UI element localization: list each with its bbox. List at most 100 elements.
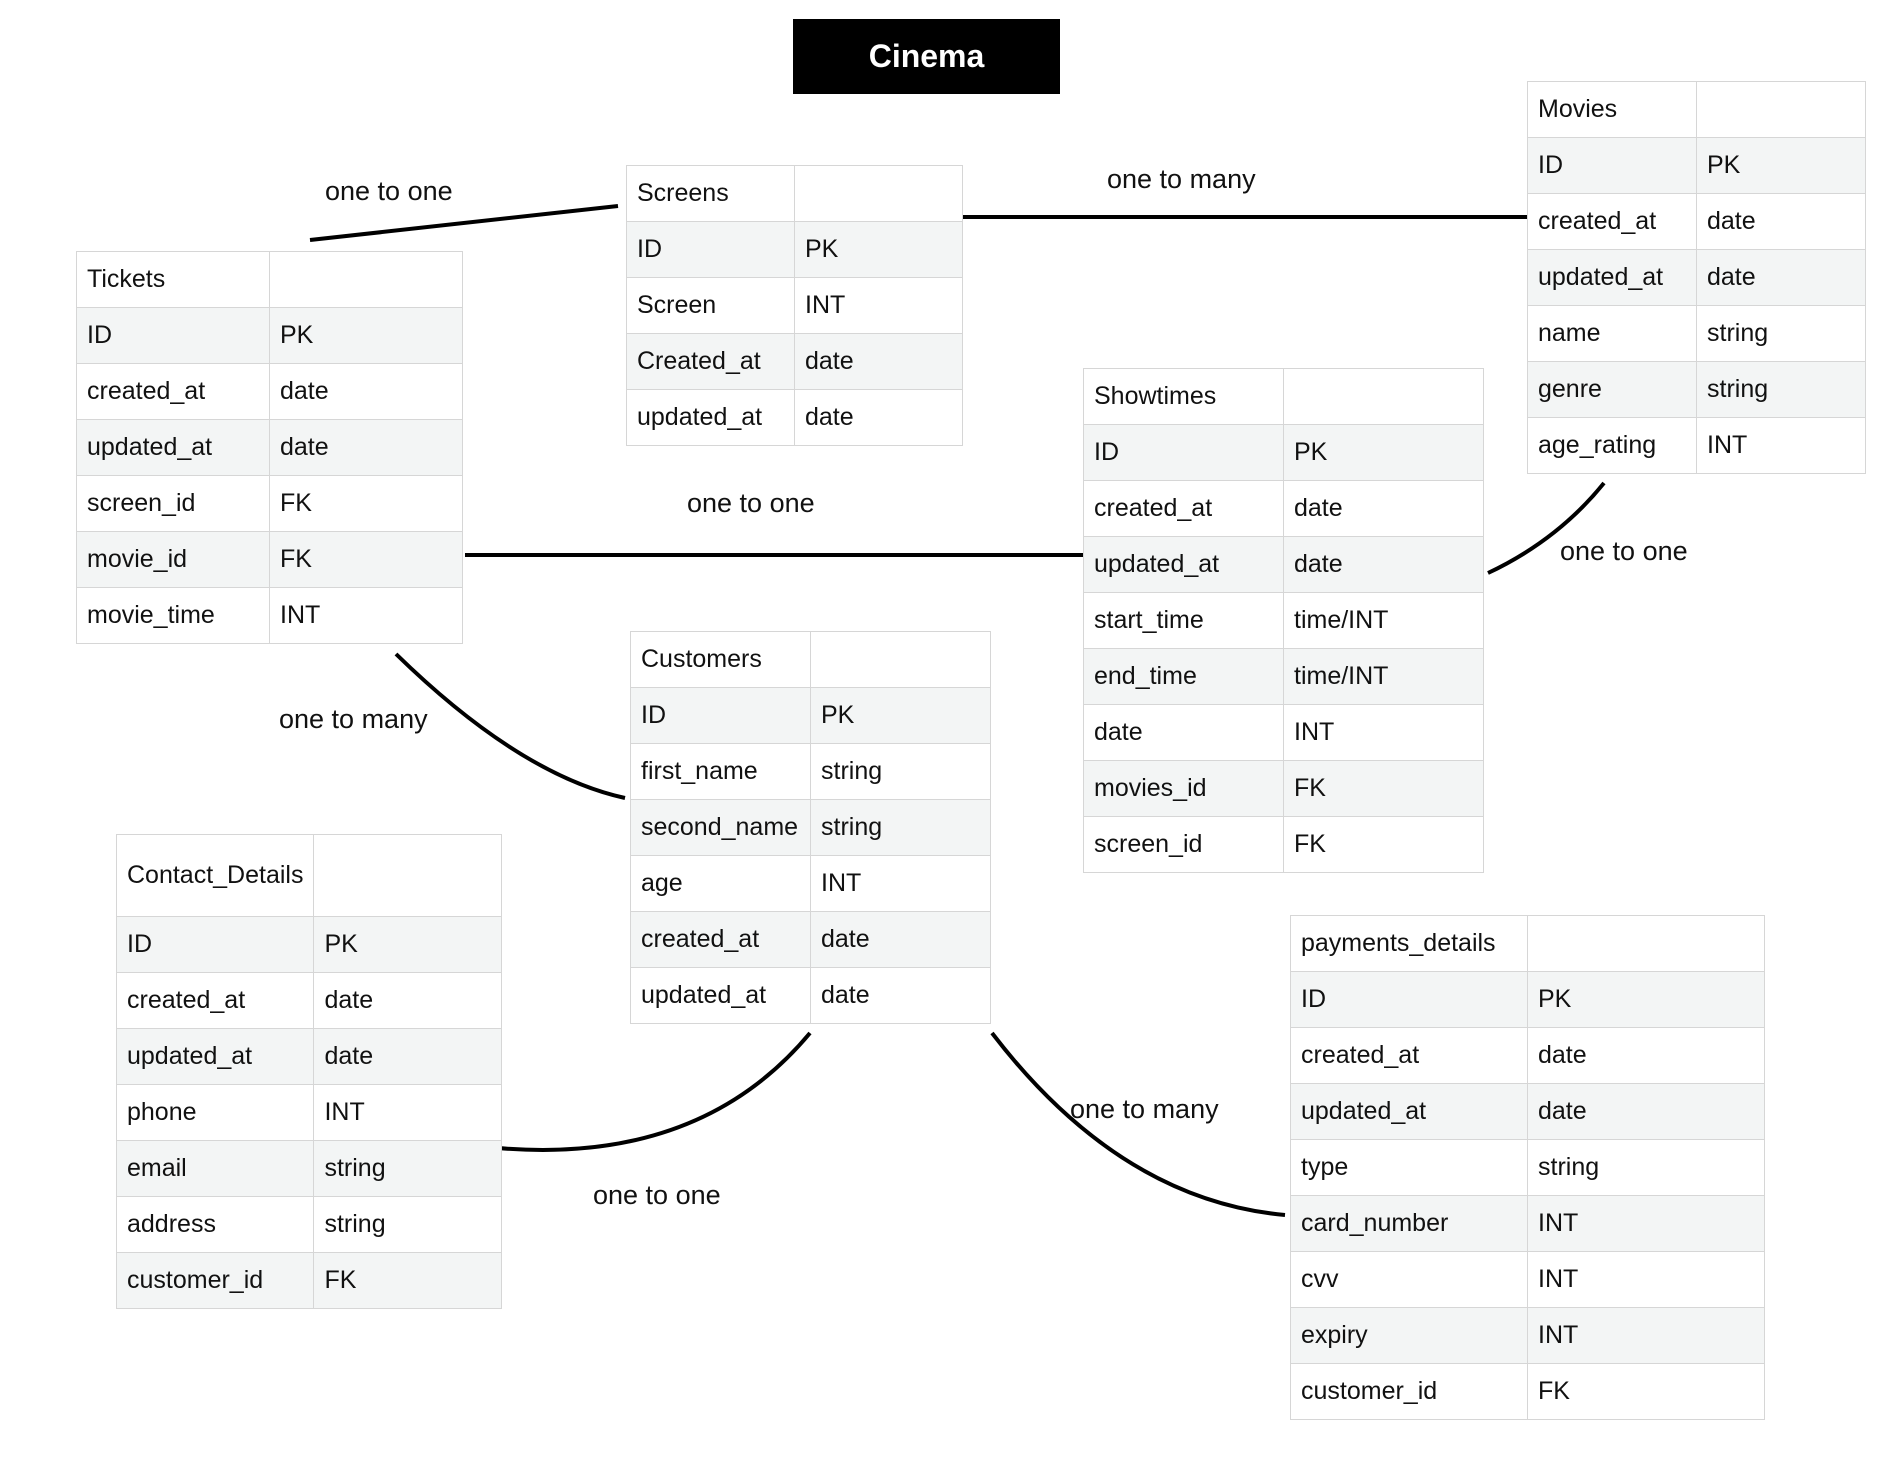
field-name: address	[115, 1196, 315, 1253]
relationship-label: one to one	[325, 176, 453, 206]
field-type: date	[1283, 480, 1484, 537]
field-type: time/INT	[1283, 592, 1484, 649]
entity-name: Movies	[1527, 81, 1697, 138]
field-name: end_time	[1083, 648, 1284, 705]
relationship-label: one to many	[279, 704, 428, 734]
entity-name: Showtimes	[1083, 368, 1284, 425]
field-type: date	[313, 1028, 503, 1085]
field-type: string	[810, 799, 991, 856]
field-type: string	[1527, 1139, 1765, 1196]
field-type: string	[313, 1140, 503, 1197]
field-type: PK	[794, 221, 963, 278]
field-type: FK	[1283, 816, 1484, 873]
field-name: ID	[626, 221, 795, 278]
field-name: customer_id	[1290, 1363, 1528, 1420]
field-type: date	[1527, 1083, 1765, 1140]
field-type: PK	[313, 916, 503, 973]
field-name: screen_id	[1083, 816, 1284, 873]
field-name: updated_at	[115, 1028, 315, 1085]
connector-showtimes-movies	[1487, 481, 1606, 575]
relationship-label: one to one	[687, 488, 815, 518]
field-name: age	[630, 855, 811, 912]
entity-name: Customers	[630, 631, 811, 688]
field-type: FK	[313, 1252, 503, 1309]
field-type: PK	[1696, 137, 1866, 194]
connector-tickets-customers	[394, 652, 626, 800]
field-name: start_time	[1083, 592, 1284, 649]
field-name: created_at	[1527, 193, 1697, 250]
diagram-title: Cinema	[793, 19, 1060, 94]
field-type: date	[1696, 193, 1866, 250]
field-name: ID	[1083, 424, 1284, 481]
field-name: updated_at	[630, 967, 811, 1024]
field-type: string	[1696, 361, 1866, 418]
field-name: card_number	[1290, 1195, 1528, 1252]
relationship-label: one to one	[1560, 536, 1688, 566]
field-name: created_at	[76, 363, 270, 420]
field-type: date	[810, 967, 991, 1024]
field-name: ID	[630, 687, 811, 744]
field-name: email	[115, 1140, 315, 1197]
field-type: date	[313, 972, 503, 1029]
field-name: updated_at	[76, 419, 270, 476]
field-type: date	[269, 363, 463, 420]
relationship-label: one to many	[1070, 1094, 1219, 1124]
field-name: updated_at	[1527, 249, 1697, 306]
field-name: date	[1083, 704, 1284, 761]
connector-customers-payments	[990, 1031, 1286, 1217]
connector-tickets-screens	[309, 204, 619, 242]
field-name: Screen	[626, 277, 795, 334]
field-type: string	[313, 1196, 503, 1253]
field-type: date	[794, 333, 963, 390]
field-type: FK	[269, 531, 463, 588]
field-name: updated_at	[1290, 1083, 1528, 1140]
entity-name: payments_details	[1290, 915, 1528, 972]
relationship-label: one to many	[1107, 164, 1256, 194]
field-type: PK	[810, 687, 991, 744]
field-type: INT	[1696, 417, 1866, 474]
field-name: updated_at	[626, 389, 795, 446]
field-name: ID	[115, 916, 315, 973]
field-name: movie_time	[76, 587, 270, 644]
field-type: string	[810, 743, 991, 800]
field-type: FK	[269, 475, 463, 532]
field-name: first_name	[630, 743, 811, 800]
field-name: cvv	[1290, 1251, 1528, 1308]
field-type: INT	[1527, 1195, 1765, 1252]
entity-name: Contact_Details	[115, 834, 315, 917]
field-type: INT	[794, 277, 963, 334]
field-type: PK	[1283, 424, 1484, 481]
field-name: created_at	[630, 911, 811, 968]
field-name: phone	[115, 1084, 315, 1141]
field-name: Created_at	[626, 333, 795, 390]
field-type: INT	[1283, 704, 1484, 761]
field-name: expiry	[1290, 1307, 1528, 1364]
entity-name: Screens	[626, 165, 795, 222]
field-type: string	[1696, 305, 1866, 362]
field-type: date	[810, 911, 991, 968]
field-type: date	[794, 389, 963, 446]
field-type: date	[1283, 536, 1484, 593]
field-type: INT	[313, 1084, 503, 1141]
field-type: date	[1696, 249, 1866, 306]
field-name: age_rating	[1527, 417, 1697, 474]
field-name: movie_id	[76, 531, 270, 588]
relationship-label: one to one	[593, 1180, 721, 1210]
field-type: FK	[1527, 1363, 1765, 1420]
field-type: time/INT	[1283, 648, 1484, 705]
field-type: date	[1527, 1027, 1765, 1084]
field-type: FK	[1283, 760, 1484, 817]
field-name: ID	[1290, 971, 1528, 1028]
field-name: created_at	[1083, 480, 1284, 537]
connector-customers-contact	[497, 1031, 812, 1152]
field-name: type	[1290, 1139, 1528, 1196]
field-name: screen_id	[76, 475, 270, 532]
field-type: INT	[810, 855, 991, 912]
